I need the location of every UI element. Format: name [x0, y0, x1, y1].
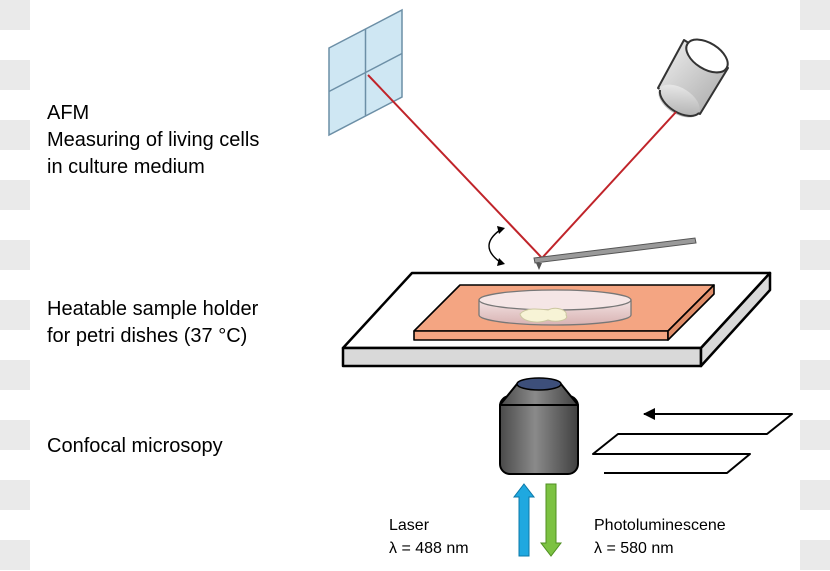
photoluminescence-title: Photoluminescene	[594, 517, 726, 534]
laser-source	[657, 38, 729, 118]
afm-desc-line1: Measuring of living cells	[47, 129, 260, 151]
afm-desc-line2: in culture medium	[47, 156, 205, 178]
confocal-label: Confocal microsopy	[47, 435, 223, 457]
left-checker-border	[0, 0, 30, 571]
holder-line2: for petri dishes (37 °C)	[47, 325, 248, 347]
photodetector	[328, 8, 403, 137]
afm-cantilever	[533, 237, 697, 270]
laser-arrow	[512, 483, 536, 557]
photoluminescence-label: Photoluminescene λ = 580 nm	[594, 514, 726, 560]
afm-label: AFM Measuring of living cells in culture…	[47, 100, 259, 181]
afm-title: AFM	[47, 102, 90, 124]
rotation-arrow	[488, 226, 505, 266]
scan-path	[592, 408, 793, 474]
photoluminescence-arrow	[539, 483, 563, 557]
right-checker-border	[800, 0, 830, 571]
petri-dish	[478, 289, 632, 326]
holder-line1: Heatable sample holder	[47, 298, 259, 320]
holder-label: Heatable sample holder for petri dishes …	[47, 296, 258, 350]
laser-beam	[367, 74, 677, 259]
laser-label-title: Laser	[389, 517, 430, 534]
laser-label: Laser λ = 488 nm	[389, 514, 469, 560]
objective-lens	[499, 377, 579, 475]
photoluminescence-wavelength: λ = 580 nm	[594, 540, 674, 557]
laser-wavelength: λ = 488 nm	[389, 540, 469, 557]
